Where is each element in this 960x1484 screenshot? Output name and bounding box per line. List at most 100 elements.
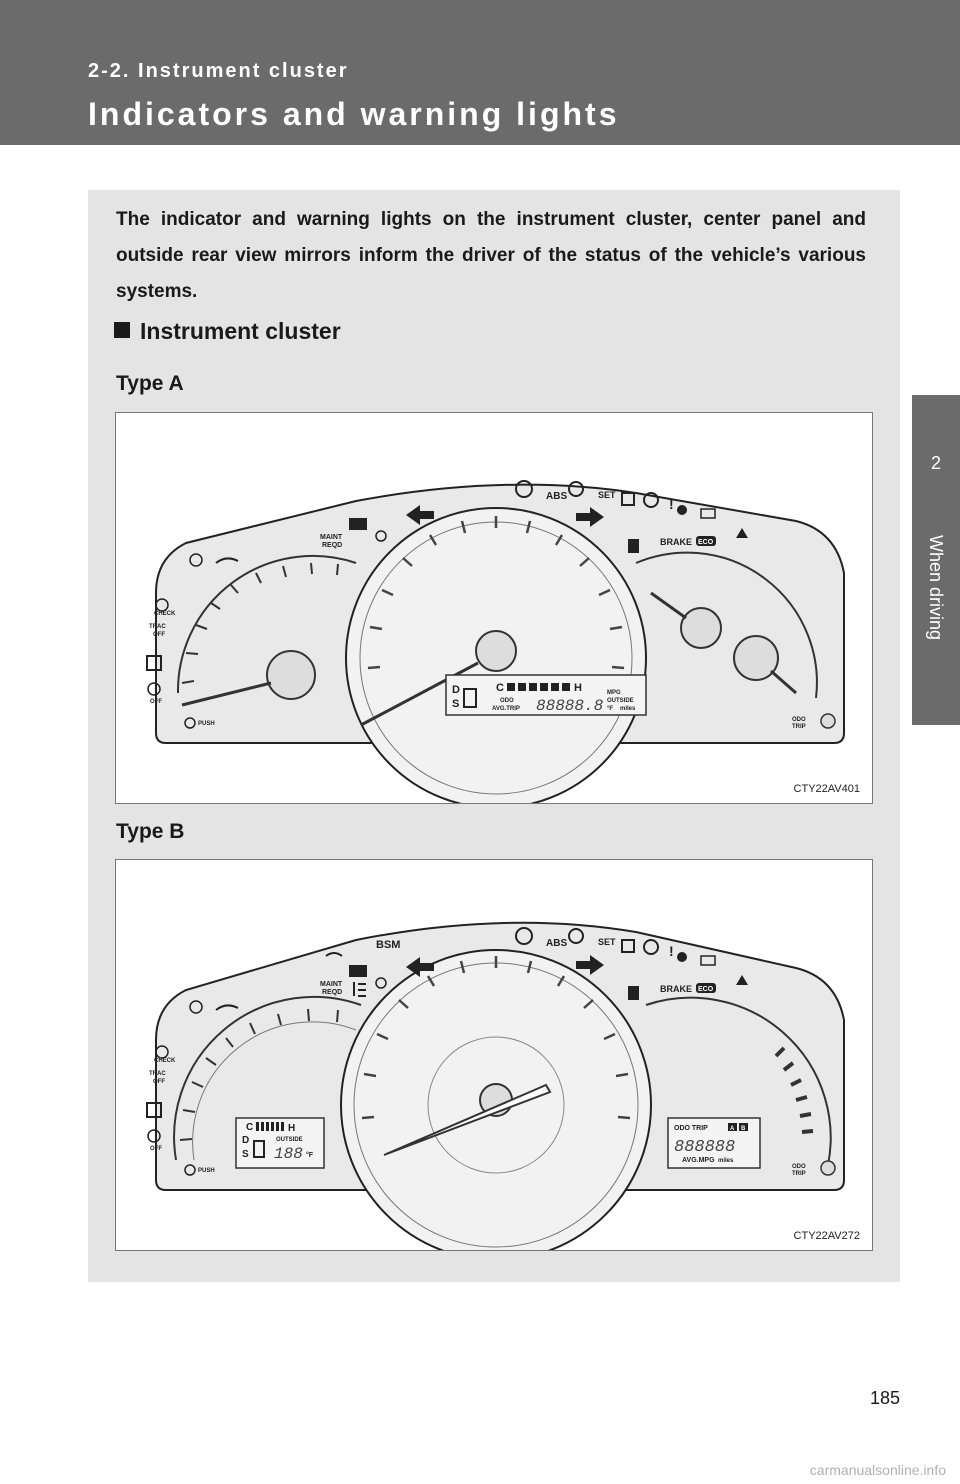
figure-type-a: ABS SET ! MAINT REQD BRAKE ECO CHECK TRA…	[115, 412, 873, 804]
svg-text:PUSH: PUSH	[198, 721, 215, 727]
instrument-cluster-type-a-illustration: ABS SET ! MAINT REQD BRAKE ECO CHECK TRA…	[146, 480, 845, 803]
left-lcd-display	[235, 1117, 325, 1169]
seatbelt-reminder-icon	[736, 528, 748, 538]
low-washer-fluid-icon-b	[189, 1000, 203, 1014]
svg-text:AVG.MPG: AVG.MPG	[682, 1157, 715, 1164]
svg-text:miles: miles	[718, 1158, 734, 1164]
svg-text:REQD: REQD	[322, 542, 342, 549]
fog-light-icon	[353, 982, 366, 997]
speedometer-ticks	[367, 516, 625, 670]
speedometer-ticks-b	[361, 956, 631, 1120]
odo-trip-knob	[820, 713, 836, 729]
svg-text:OFF: OFF	[153, 1079, 165, 1085]
svg-text:°F: °F	[607, 706, 613, 712]
eco-indicator-icon	[696, 536, 716, 546]
check-engine-icon	[155, 598, 169, 612]
airbag-icon-b	[677, 952, 687, 962]
svg-text:MPG: MPG	[607, 690, 621, 696]
master-warning-icon	[643, 492, 659, 508]
headlight-indicator-icon-b	[349, 965, 367, 977]
tire-pressure-icon	[515, 480, 533, 498]
speedometer-needle	[360, 661, 479, 727]
figure-code-b: CTY22AV272	[793, 1230, 860, 1242]
left-turn-signal-icon-b	[406, 957, 434, 977]
headlight-indicator-icon	[349, 518, 367, 530]
door-open-icon-b	[621, 939, 635, 953]
low-washer-fluid-icon	[189, 553, 203, 567]
sub-heading-text: Instrument cluster	[140, 318, 341, 344]
chapter-number: 2	[930, 453, 941, 473]
slip-indicator-icon	[146, 655, 162, 671]
svg-text:OFF: OFF	[150, 1146, 162, 1152]
seatbelt-reminder-icon-b	[736, 975, 748, 985]
svg-text:SET: SET	[598, 937, 616, 947]
master-warning-icon-b	[643, 939, 659, 955]
tachometer-ticks	[181, 562, 339, 684]
svg-text:C: C	[246, 1122, 253, 1133]
battery-icon-b	[700, 955, 716, 966]
oil-pressure-icon-b	[215, 1004, 239, 1011]
svg-text:PUSH: PUSH	[198, 1168, 215, 1174]
content-box: The indicator and warning lights on the …	[88, 190, 900, 1282]
airbag-icon	[677, 505, 687, 515]
svg-text:AVG.TRIP: AVG.TRIP	[492, 706, 520, 712]
section-label: 2-2. Instrument cluster	[88, 60, 349, 82]
intro-paragraph: The indicator and warning lights on the …	[116, 209, 866, 302]
low-fuel-icon-b	[628, 986, 639, 1000]
temp-gauge-needle	[770, 669, 797, 695]
eco-indicator-icon-b	[696, 983, 716, 993]
svg-text:OUTSIDE: OUTSIDE	[276, 1137, 303, 1143]
odo-trip-knob-b	[820, 1160, 836, 1176]
bsm-indicator-icon	[325, 952, 343, 957]
svg-text:TRAC: TRAC	[149, 624, 166, 630]
fuel-gauge-needle	[650, 591, 687, 620]
push-button-icon-b	[184, 1164, 196, 1176]
tachometer-ticks-b	[179, 1008, 339, 1141]
oil-pressure-icon	[215, 557, 239, 564]
svg-text:ODO: ODO	[500, 698, 514, 704]
svg-text:TRIP: TRIP	[792, 724, 806, 730]
type-a-label: Type A	[116, 372, 184, 395]
sub-heading: Instrument cluster	[114, 318, 341, 345]
svg-text:SET: SET	[598, 490, 616, 500]
chapter-tab[interactable]: 2 When driving	[912, 395, 960, 725]
svg-text:D: D	[452, 684, 460, 696]
tail-light-icon-b	[375, 977, 387, 989]
tachometer-hub	[266, 650, 316, 700]
svg-text:ECO: ECO	[698, 539, 714, 546]
svg-text:ABS: ABS	[546, 491, 567, 502]
svg-text:CHECK: CHECK	[154, 1058, 176, 1064]
right-turn-signal-icon-b	[576, 955, 604, 975]
page-number: 185	[869, 1388, 900, 1408]
speedometer-hub	[475, 630, 517, 672]
svg-text:S: S	[452, 698, 459, 710]
svg-text:ODO: ODO	[792, 1164, 806, 1170]
type-b-label: Type B	[116, 820, 185, 843]
svg-text:OUTSIDE: OUTSIDE	[607, 698, 634, 704]
svg-text:!: !	[669, 496, 674, 512]
svg-text:BSM: BSM	[376, 939, 400, 951]
tachometer-needle	[181, 681, 272, 707]
svg-text:REQD: REQD	[322, 989, 342, 996]
speedometer-needle-b	[383, 1083, 552, 1156]
svg-text:888888: 888888	[674, 1138, 735, 1157]
instrument-cluster-type-b-illustration: C H D S OUTSIDE 188 °F	[146, 921, 845, 1250]
vsc-off-icon	[147, 682, 161, 696]
temp-gauge-hub	[733, 635, 779, 681]
watermark: carmanualsonline.info	[809, 1462, 946, 1478]
svg-text:B: B	[741, 1126, 746, 1132]
svg-text:OFF: OFF	[150, 699, 162, 705]
push-button-icon	[184, 717, 196, 729]
cruise-control-icon-b	[568, 928, 584, 944]
page-title: Indicators and warning lights	[88, 96, 620, 132]
svg-text:MAINT: MAINT	[320, 981, 343, 988]
page-header: 2-2. Instrument cluster Indicators and w…	[0, 0, 960, 145]
fuel-gauge-hub	[680, 607, 722, 649]
figure-code-a: CTY22AV401	[793, 783, 860, 795]
fuel-temp-ticks-b	[774, 1046, 814, 1134]
svg-text:188: 188	[274, 1145, 303, 1163]
door-open-icon	[621, 492, 635, 506]
svg-text:BRAKE: BRAKE	[660, 537, 692, 547]
slip-indicator-icon-b	[146, 1102, 162, 1118]
cruise-control-icon	[568, 481, 584, 497]
